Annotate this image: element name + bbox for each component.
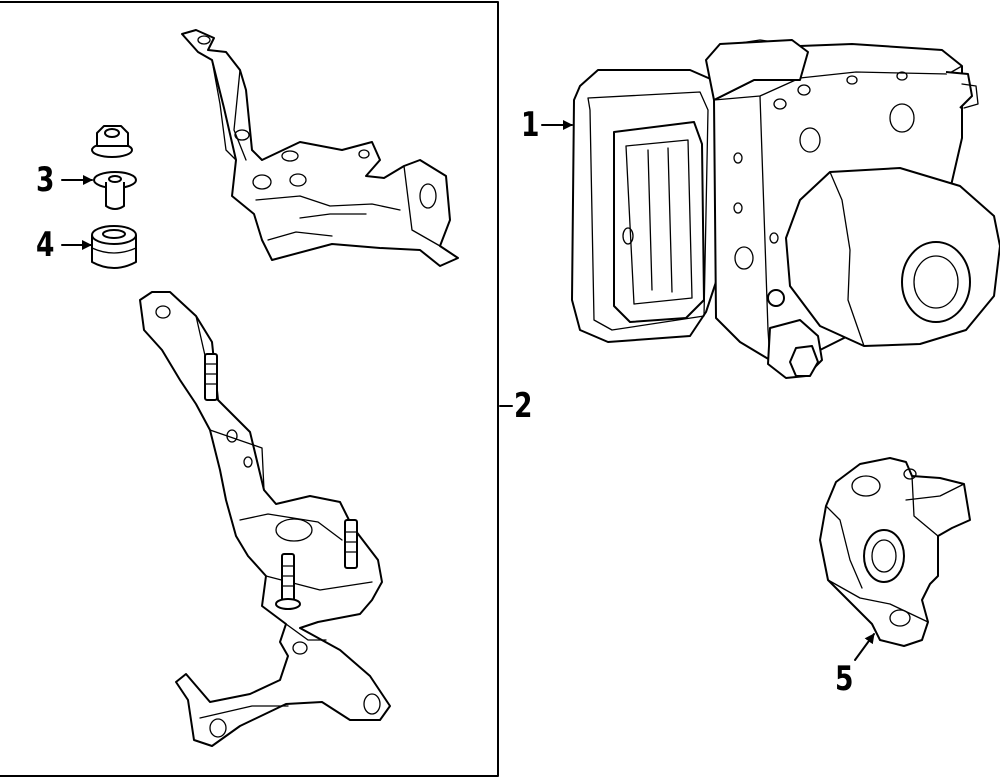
callout-2: 2: [514, 386, 533, 426]
lower-bracket-icon: [139, 291, 391, 747]
callout-5: 5: [835, 659, 854, 699]
callout-leaders: [61, 120, 875, 661]
abs-modulator-icon: [571, 39, 1000, 379]
callout-4: 4: [36, 225, 55, 265]
upper-bracket-icon: [181, 29, 459, 267]
flange-nut-icon: [91, 125, 133, 158]
group-frame: [0, 1, 499, 777]
washer-sleeve-icon: [93, 171, 137, 210]
callout-1: 1: [521, 105, 540, 145]
yaw-sensor-icon: [819, 457, 971, 647]
grommet-icon: [91, 225, 137, 269]
callout-3: 3: [36, 160, 55, 200]
